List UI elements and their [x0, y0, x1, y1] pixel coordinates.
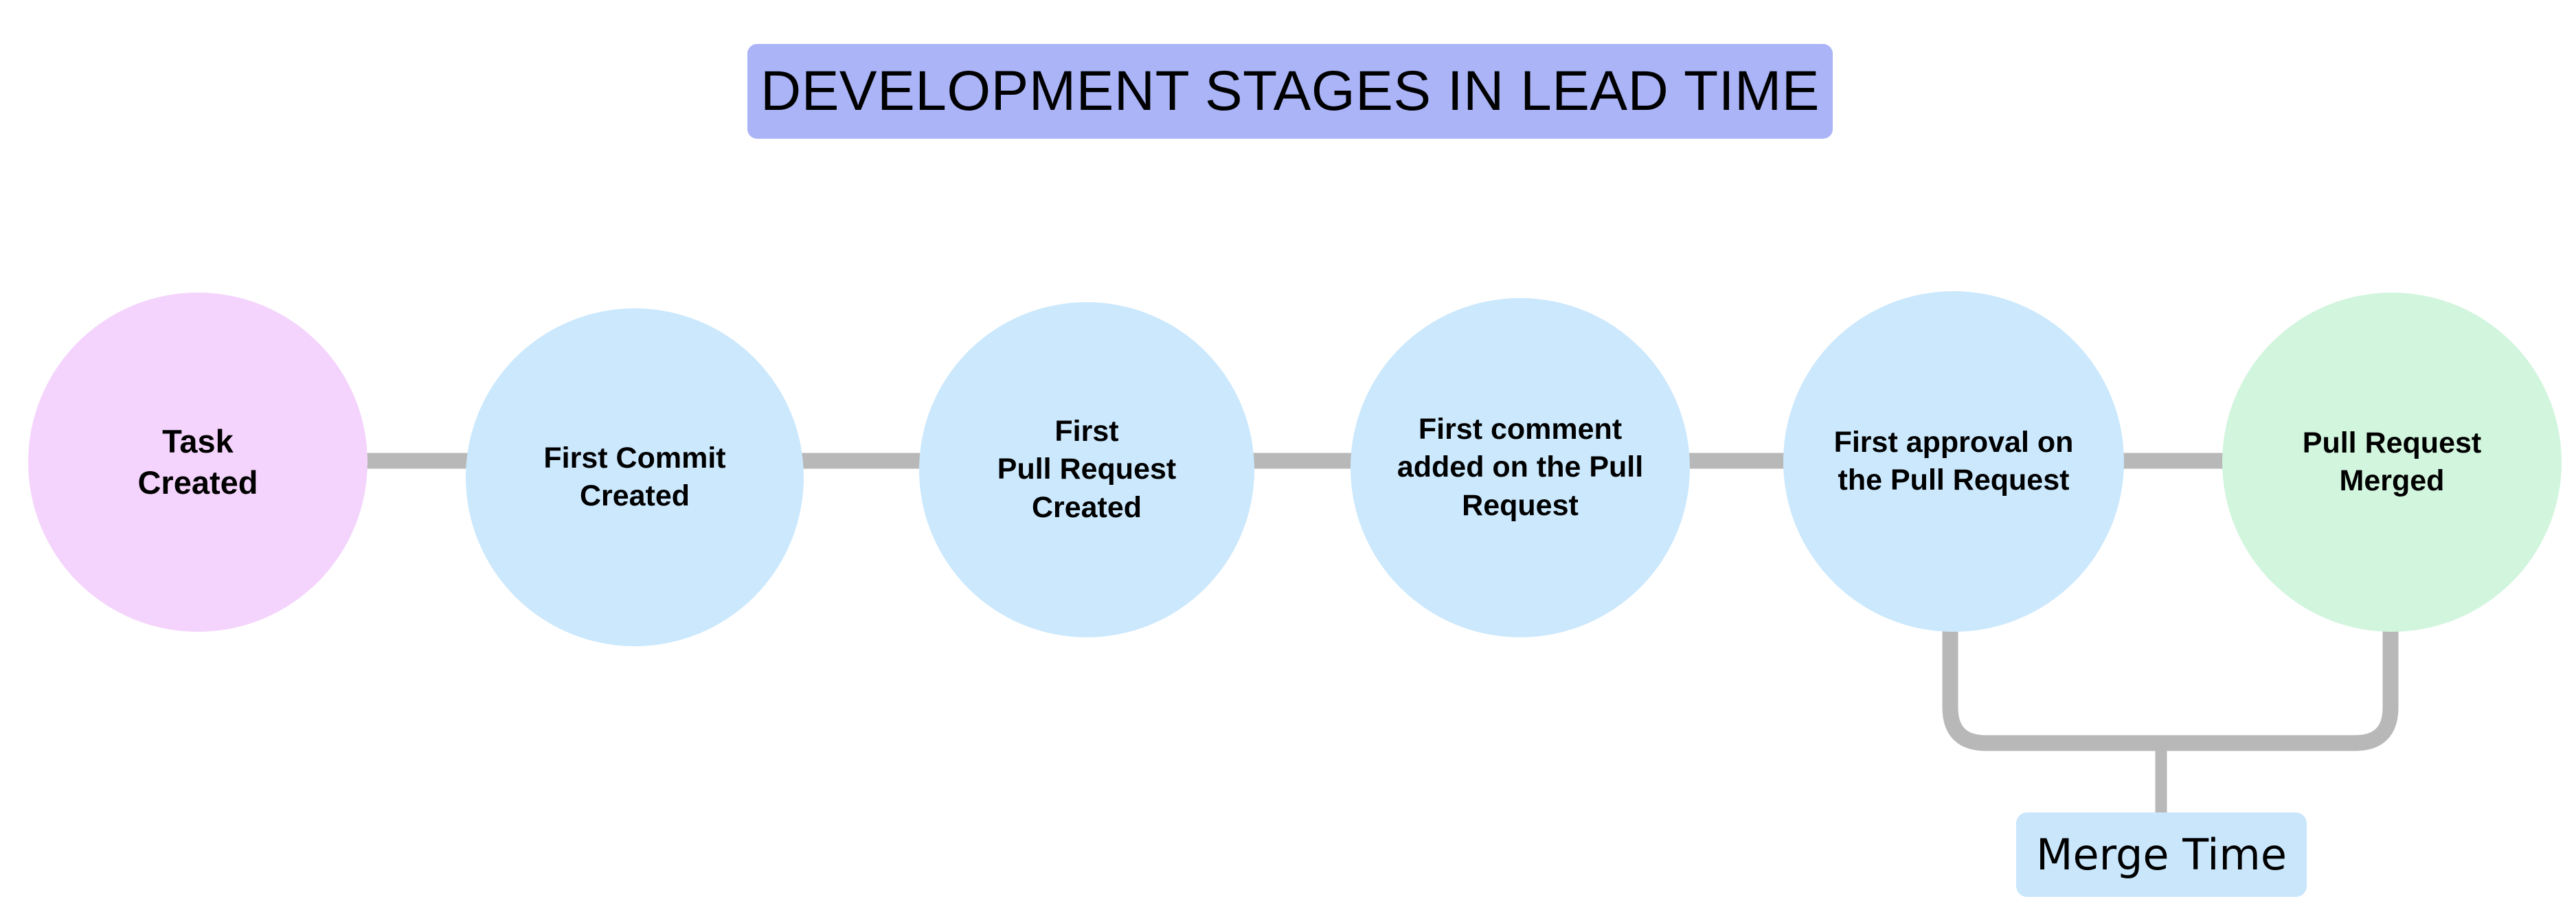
- stage-node-first-pull-request-created[interactable]: First Pull Request Created: [919, 302, 1254, 637]
- stage-label-first-pull-request-created: First Pull Request Created: [997, 415, 1177, 524]
- stage-label-first-comment-added: First comment added on the Pull Request: [1397, 413, 1644, 522]
- stage-label-pull-request-merged: Pull Request Merged: [2302, 426, 2482, 497]
- stage-node-first-comment-added[interactable]: First comment added on the Pull Request: [1351, 298, 1690, 637]
- merge-time-bracket: [1942, 622, 2399, 751]
- stage-node-first-approval[interactable]: First approval on the Pull Request: [1783, 291, 2124, 632]
- merge-time-callout[interactable]: Merge Time: [2016, 812, 2307, 897]
- stage-node-task-created[interactable]: Task Created: [28, 293, 368, 632]
- stage-label-task-created: Task Created: [137, 422, 258, 501]
- stage-node-first-commit-created[interactable]: First Commit Created: [466, 308, 804, 646]
- diagram-title-banner: DEVELOPMENT STAGES IN LEAD TIME: [747, 44, 1833, 139]
- stage-label-first-commit-created: First Commit Created: [543, 441, 726, 512]
- stage-label-first-approval: First approval on the Pull Request: [1833, 425, 2074, 497]
- page-title: DEVELOPMENT STAGES IN LEAD TIME: [760, 60, 1820, 122]
- merge-time-label: Merge Time: [2036, 829, 2287, 880]
- stage-node-pull-request-merged[interactable]: Pull Request Merged: [2222, 293, 2562, 632]
